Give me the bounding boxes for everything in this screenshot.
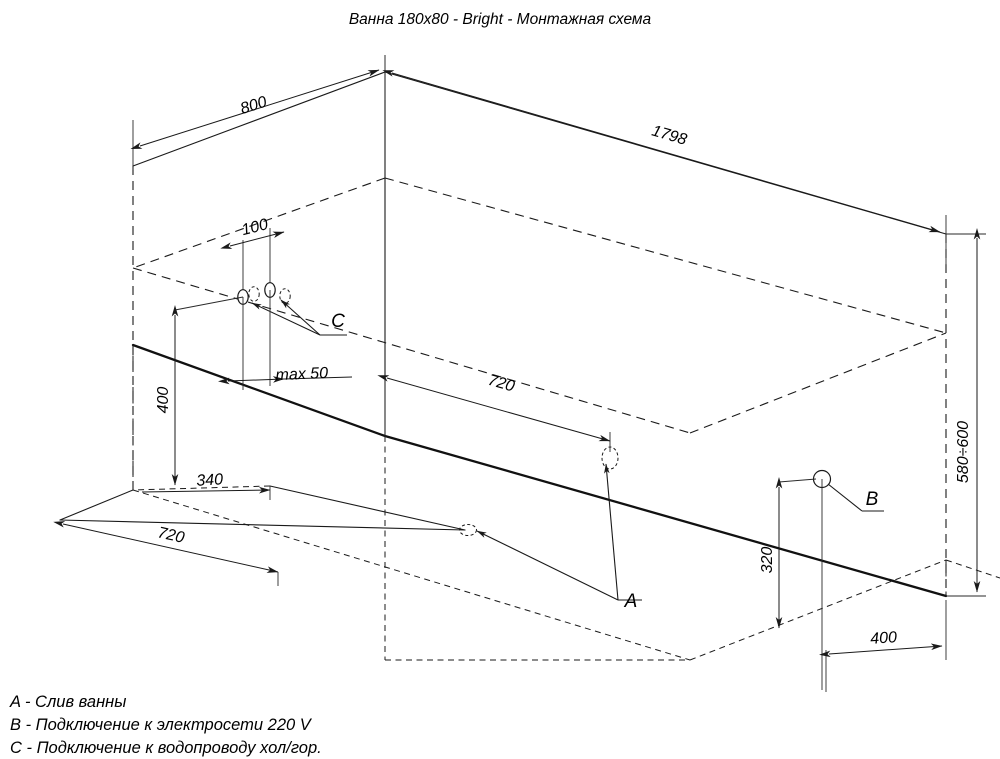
bathtub-isometric-body <box>59 71 1000 661</box>
water-port-2-icon <box>248 286 260 302</box>
drain-ports-group: A <box>459 446 642 612</box>
dim-line-max50 <box>218 376 285 385</box>
leader-c-upper <box>280 299 321 336</box>
base-right-front-hidden <box>689 559 947 661</box>
ext-400-top <box>174 296 244 311</box>
leader-a-front <box>604 463 619 601</box>
dim-line-340 <box>141 486 271 494</box>
inner-rim-right-back <box>384 177 947 334</box>
dim-line-400-bottom <box>819 643 943 658</box>
legend-item-b: B - Подключение к электросети 220 V <box>10 716 313 734</box>
dimension-max50-group: max 50 <box>218 290 353 390</box>
reference-mark-c: C <box>331 311 345 332</box>
floor-panel-back-hidden <box>132 485 271 491</box>
dim-line-1798 <box>382 70 941 233</box>
dim-label-400-bottom: 400 <box>870 629 898 648</box>
dimension-400-bottom-group: 400 <box>819 600 947 692</box>
legend-block: A - Слив ванны B - Подключение к электро… <box>9 693 322 757</box>
reference-mark-b: B <box>866 489 879 510</box>
leader-b <box>827 483 863 512</box>
floor-panel-front-right <box>269 485 466 531</box>
dim-line-720-front <box>377 375 611 442</box>
dim-label-100: 100 <box>240 216 270 239</box>
water-supply-ports-group: C <box>237 282 347 336</box>
legend-item-c: C - Подключение к водопроводу хол/гор. <box>10 739 322 757</box>
dim-line-720-floor <box>53 521 279 573</box>
dim-label-1798: 1798 <box>650 123 689 149</box>
inner-rim-left-front <box>132 267 691 434</box>
electrical-connection-group: B <box>778 469 884 690</box>
dimension-800-group: 800 <box>130 55 386 170</box>
water-port-4-icon <box>279 288 291 304</box>
top-edge-left-back <box>132 71 386 167</box>
dim-label-800: 800 <box>238 94 269 118</box>
dimension-720-front-group: 720 <box>377 372 611 452</box>
reference-mark-a: A <box>624 591 638 612</box>
dim-label-400-vertical: 400 <box>155 387 172 414</box>
ext-b-horizontal-top <box>778 478 817 483</box>
dim-line-800 <box>130 69 380 150</box>
leader-a-floor <box>476 530 619 601</box>
ground-line-right-extension <box>945 559 1000 579</box>
dim-label-320: 320 <box>759 547 776 574</box>
dimension-720-floor-group: 720 <box>53 521 279 586</box>
front-rim-right <box>383 434 948 598</box>
dimension-320-group: 320 <box>759 477 783 629</box>
dim-label-720-front: 720 <box>486 372 516 396</box>
dimension-1798-group: 1798 <box>382 55 947 265</box>
dimension-340-group: 340 <box>141 471 271 500</box>
page-title: Ванна 180x80 - Bright - Монтажная схема <box>349 11 652 28</box>
dim-label-580-600: 580÷600 <box>955 421 972 483</box>
dimension-580-600-group: 580÷600 <box>946 228 986 597</box>
leader-c-lower <box>251 302 321 336</box>
inner-rim-right-front <box>689 332 947 434</box>
dimension-400-vertical-group: 400 <box>155 296 244 486</box>
base-left-front-hidden <box>132 489 691 661</box>
dim-line-max50-shelf <box>283 376 353 380</box>
dim-label-max50: max 50 <box>275 365 328 384</box>
floor-plate-left-back <box>59 489 134 521</box>
drain-port-floor-icon <box>459 524 477 536</box>
dimension-100-group: 100 <box>220 216 285 300</box>
legend-item-a: A - Слив ванны <box>9 693 126 711</box>
dim-label-720-floor: 720 <box>156 524 186 546</box>
floor-plate-left-front <box>59 519 466 531</box>
dim-label-340: 340 <box>196 471 224 489</box>
dim-line-100 <box>220 231 285 249</box>
